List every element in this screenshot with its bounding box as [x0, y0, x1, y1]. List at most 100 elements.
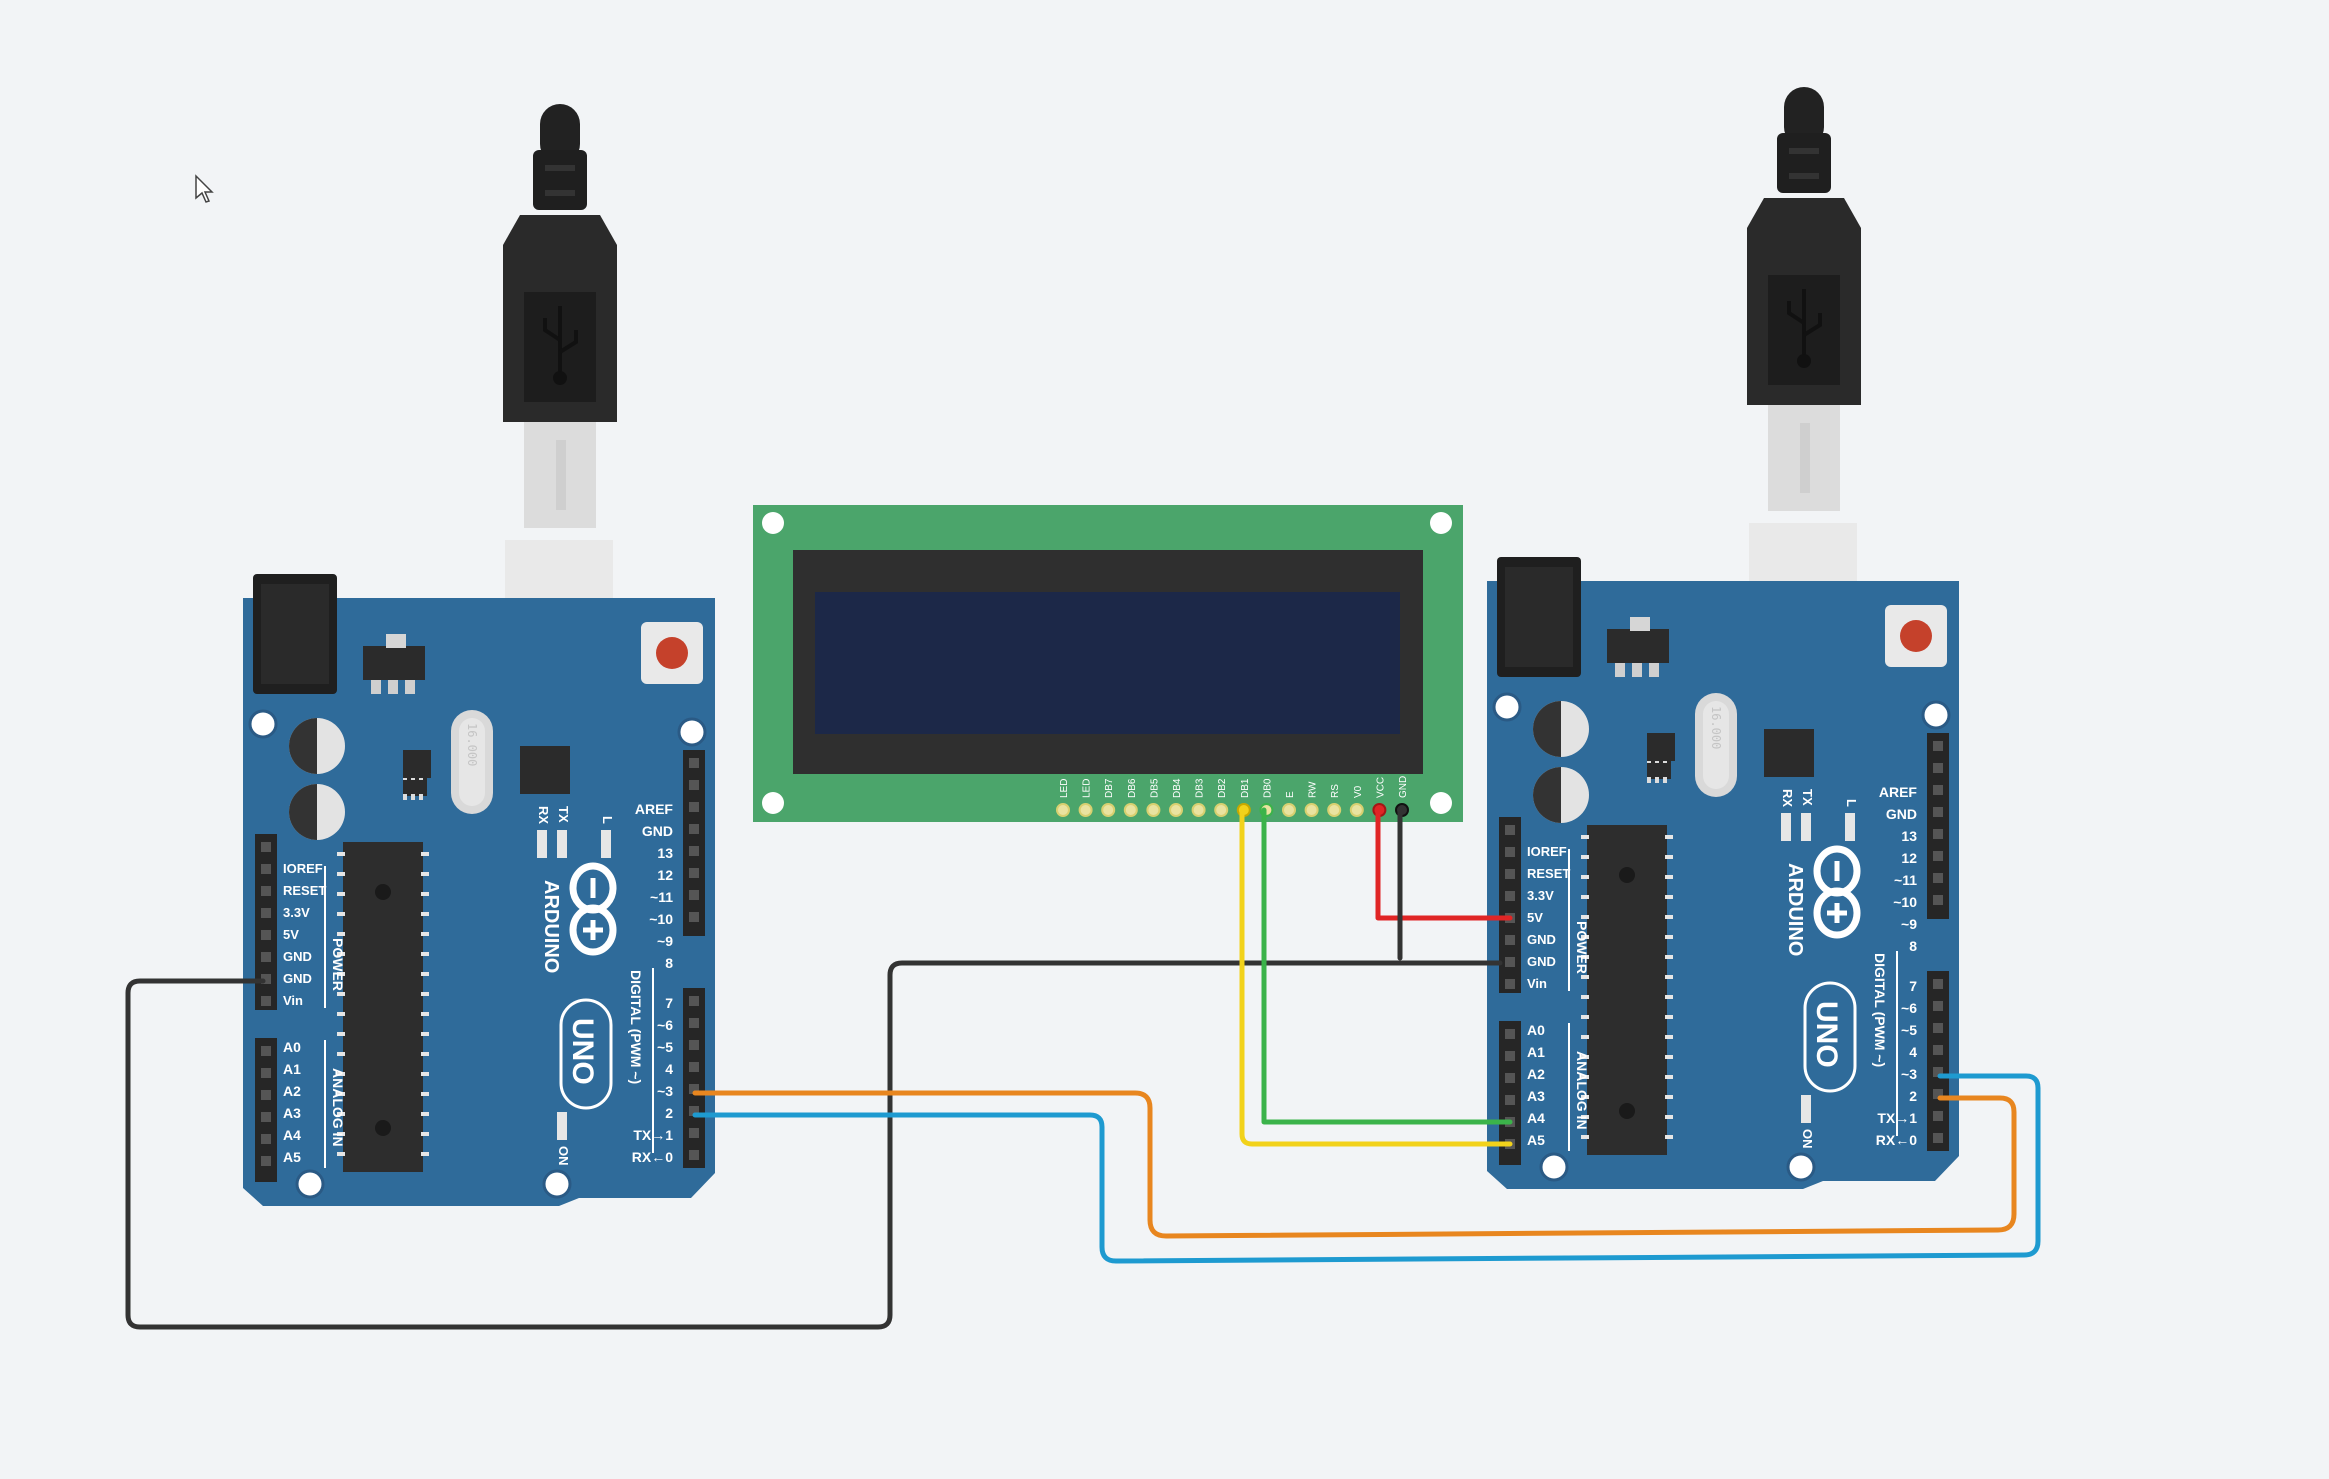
- power-header[interactable]: [255, 834, 277, 1010]
- lcd-pin-label: LED: [1059, 779, 1070, 798]
- power-header[interactable]: [1499, 817, 1521, 993]
- svg-text:AREF: AREF: [1879, 784, 1918, 800]
- svg-text:~6: ~6: [657, 1017, 673, 1033]
- wire-gnd-left[interactable]: [125, 960, 1503, 1330]
- arduino-infinity-icon: [1813, 845, 1861, 939]
- lcd-pin-db3[interactable]: DB3: [1191, 778, 1206, 817]
- svg-text:4: 4: [665, 1061, 673, 1077]
- crystal-label: 16.000: [465, 723, 479, 766]
- reset-button[interactable]: [1900, 620, 1932, 652]
- svg-text:A5: A5: [283, 1149, 301, 1165]
- digital-header-lower[interactable]: [1927, 971, 1949, 1151]
- svg-text:3.3V: 3.3V: [1527, 888, 1554, 903]
- led-rx-label: RX: [1780, 789, 1795, 807]
- digital-header-upper[interactable]: [1927, 733, 1949, 919]
- svg-text:2: 2: [665, 1105, 673, 1121]
- svg-text:GND: GND: [1527, 932, 1556, 947]
- lcd-pin-e[interactable]: E: [1282, 791, 1296, 817]
- svg-text:~9: ~9: [657, 933, 673, 949]
- lcd-pin-label: DB4: [1172, 778, 1183, 798]
- lcd-pin-db4[interactable]: DB4: [1169, 778, 1183, 817]
- svg-text:A0: A0: [283, 1039, 301, 1055]
- lcd-pin-v0[interactable]: V0: [1349, 785, 1364, 817]
- lcd-pin-label: E: [1285, 791, 1296, 798]
- lcd-pin-db6[interactable]: DB6: [1123, 778, 1138, 817]
- svg-text:4: 4: [1909, 1044, 1917, 1060]
- wire-scl[interactable]: [1261, 807, 1513, 1125]
- lcd-pin-led[interactable]: LED: [1078, 779, 1093, 817]
- lcd-pin-db2[interactable]: DB2: [1214, 778, 1229, 817]
- mouse-cursor-icon: [195, 174, 214, 203]
- digital-header-upper[interactable]: [683, 750, 705, 936]
- lcd-pin-label: DB1: [1240, 778, 1251, 798]
- led-rx-label: RX: [536, 806, 551, 824]
- svg-text:Vin: Vin: [1527, 976, 1547, 991]
- svg-text:~3: ~3: [1901, 1066, 1917, 1082]
- wire-vcc[interactable]: [1375, 807, 1513, 921]
- analog-label: ANALOG IN: [1574, 1051, 1590, 1130]
- lcd-pin-db7[interactable]: DB7: [1101, 778, 1116, 817]
- svg-text:2: 2: [1909, 1088, 1917, 1104]
- digital-pin-labels-upper: AREF GND 13 12 ~11 ~10 ~9 8: [635, 801, 674, 971]
- svg-text:GND: GND: [1886, 806, 1917, 822]
- usb-symbol-icon: [543, 306, 578, 378]
- svg-text:~9: ~9: [1901, 916, 1917, 932]
- lcd-pin-label: LED: [1082, 779, 1093, 798]
- lcd-pin-rs[interactable]: RS: [1327, 784, 1342, 817]
- lcd-pin-label: DB2: [1217, 778, 1228, 798]
- svg-text:A1: A1: [283, 1061, 301, 1077]
- lcd-pin-label: DB3: [1195, 778, 1206, 798]
- svg-text:GND: GND: [1527, 954, 1556, 969]
- svg-text:RX←0: RX←0: [1876, 1132, 1917, 1148]
- svg-text:IOREF: IOREF: [1527, 844, 1567, 859]
- svg-text:A4: A4: [283, 1127, 301, 1143]
- svg-text:12: 12: [1901, 850, 1917, 866]
- wire-sda[interactable]: [1239, 807, 1513, 1147]
- svg-text:UNO: UNO: [566, 1018, 599, 1085]
- brand-label: ARDUINO: [1784, 863, 1806, 956]
- crystal-label: 16.000: [1709, 706, 1723, 749]
- svg-text:13: 13: [657, 845, 673, 861]
- svg-text:~5: ~5: [1901, 1022, 1917, 1038]
- svg-text:UNO: UNO: [1810, 1001, 1843, 1068]
- usb-symbol-icon: [1787, 289, 1822, 361]
- arduino-uno-right[interactable]: 16.000 RX TX L ON ARDUINO UN: [1487, 557, 1959, 1189]
- analog-header[interactable]: [1499, 1021, 1521, 1165]
- lcd-pin-db5[interactable]: DB5: [1146, 778, 1161, 817]
- power-label: POWER: [330, 938, 346, 991]
- svg-text:GND: GND: [283, 949, 312, 964]
- brand-label: ARDUINO: [540, 880, 562, 973]
- arduino-uno-left[interactable]: 16.000 RX TX L ON ARD: [243, 574, 715, 1206]
- svg-text:7: 7: [665, 995, 673, 1011]
- wire-pin3-left[interactable]: [692, 1090, 2017, 1239]
- svg-text:13: 13: [1901, 828, 1917, 844]
- led-tx-label: TX: [1800, 789, 1815, 806]
- svg-text:AREF: AREF: [635, 801, 674, 817]
- svg-text:8: 8: [1909, 938, 1917, 954]
- svg-text:5V: 5V: [1527, 910, 1543, 925]
- svg-text:A1: A1: [1527, 1044, 1545, 1060]
- wire-pin2-left[interactable]: [692, 1073, 2041, 1264]
- svg-text:A3: A3: [1527, 1088, 1545, 1104]
- svg-text:RESET: RESET: [283, 883, 326, 898]
- lcd-screen: [815, 592, 1400, 734]
- wires[interactable]: [125, 807, 2041, 1330]
- reset-button[interactable]: [656, 637, 688, 669]
- led-l-label: L: [1844, 799, 1859, 807]
- power-pin-labels: IOREF RESET 3.3V 5V GND GND Vin: [283, 861, 326, 1008]
- lcd-pin-led[interactable]: LED: [1056, 779, 1070, 817]
- svg-text:GND: GND: [283, 971, 312, 986]
- analog-header[interactable]: [255, 1038, 277, 1182]
- svg-text:A0: A0: [1527, 1022, 1545, 1038]
- svg-text:RX←0: RX←0: [632, 1149, 673, 1165]
- lcd-pin-rw[interactable]: RW: [1304, 781, 1319, 817]
- digital-header-lower[interactable]: [683, 988, 705, 1168]
- analog-pin-labels: A0 A1 A2 A3 A4 A5: [1527, 1022, 1545, 1148]
- svg-text:~5: ~5: [657, 1039, 673, 1055]
- led-tx-label: TX: [556, 806, 571, 823]
- digital-label: DIGITAL (PWM ~): [628, 970, 644, 1084]
- arduino-infinity-icon: [569, 862, 617, 956]
- lcd-pin-label: DB6: [1127, 778, 1138, 798]
